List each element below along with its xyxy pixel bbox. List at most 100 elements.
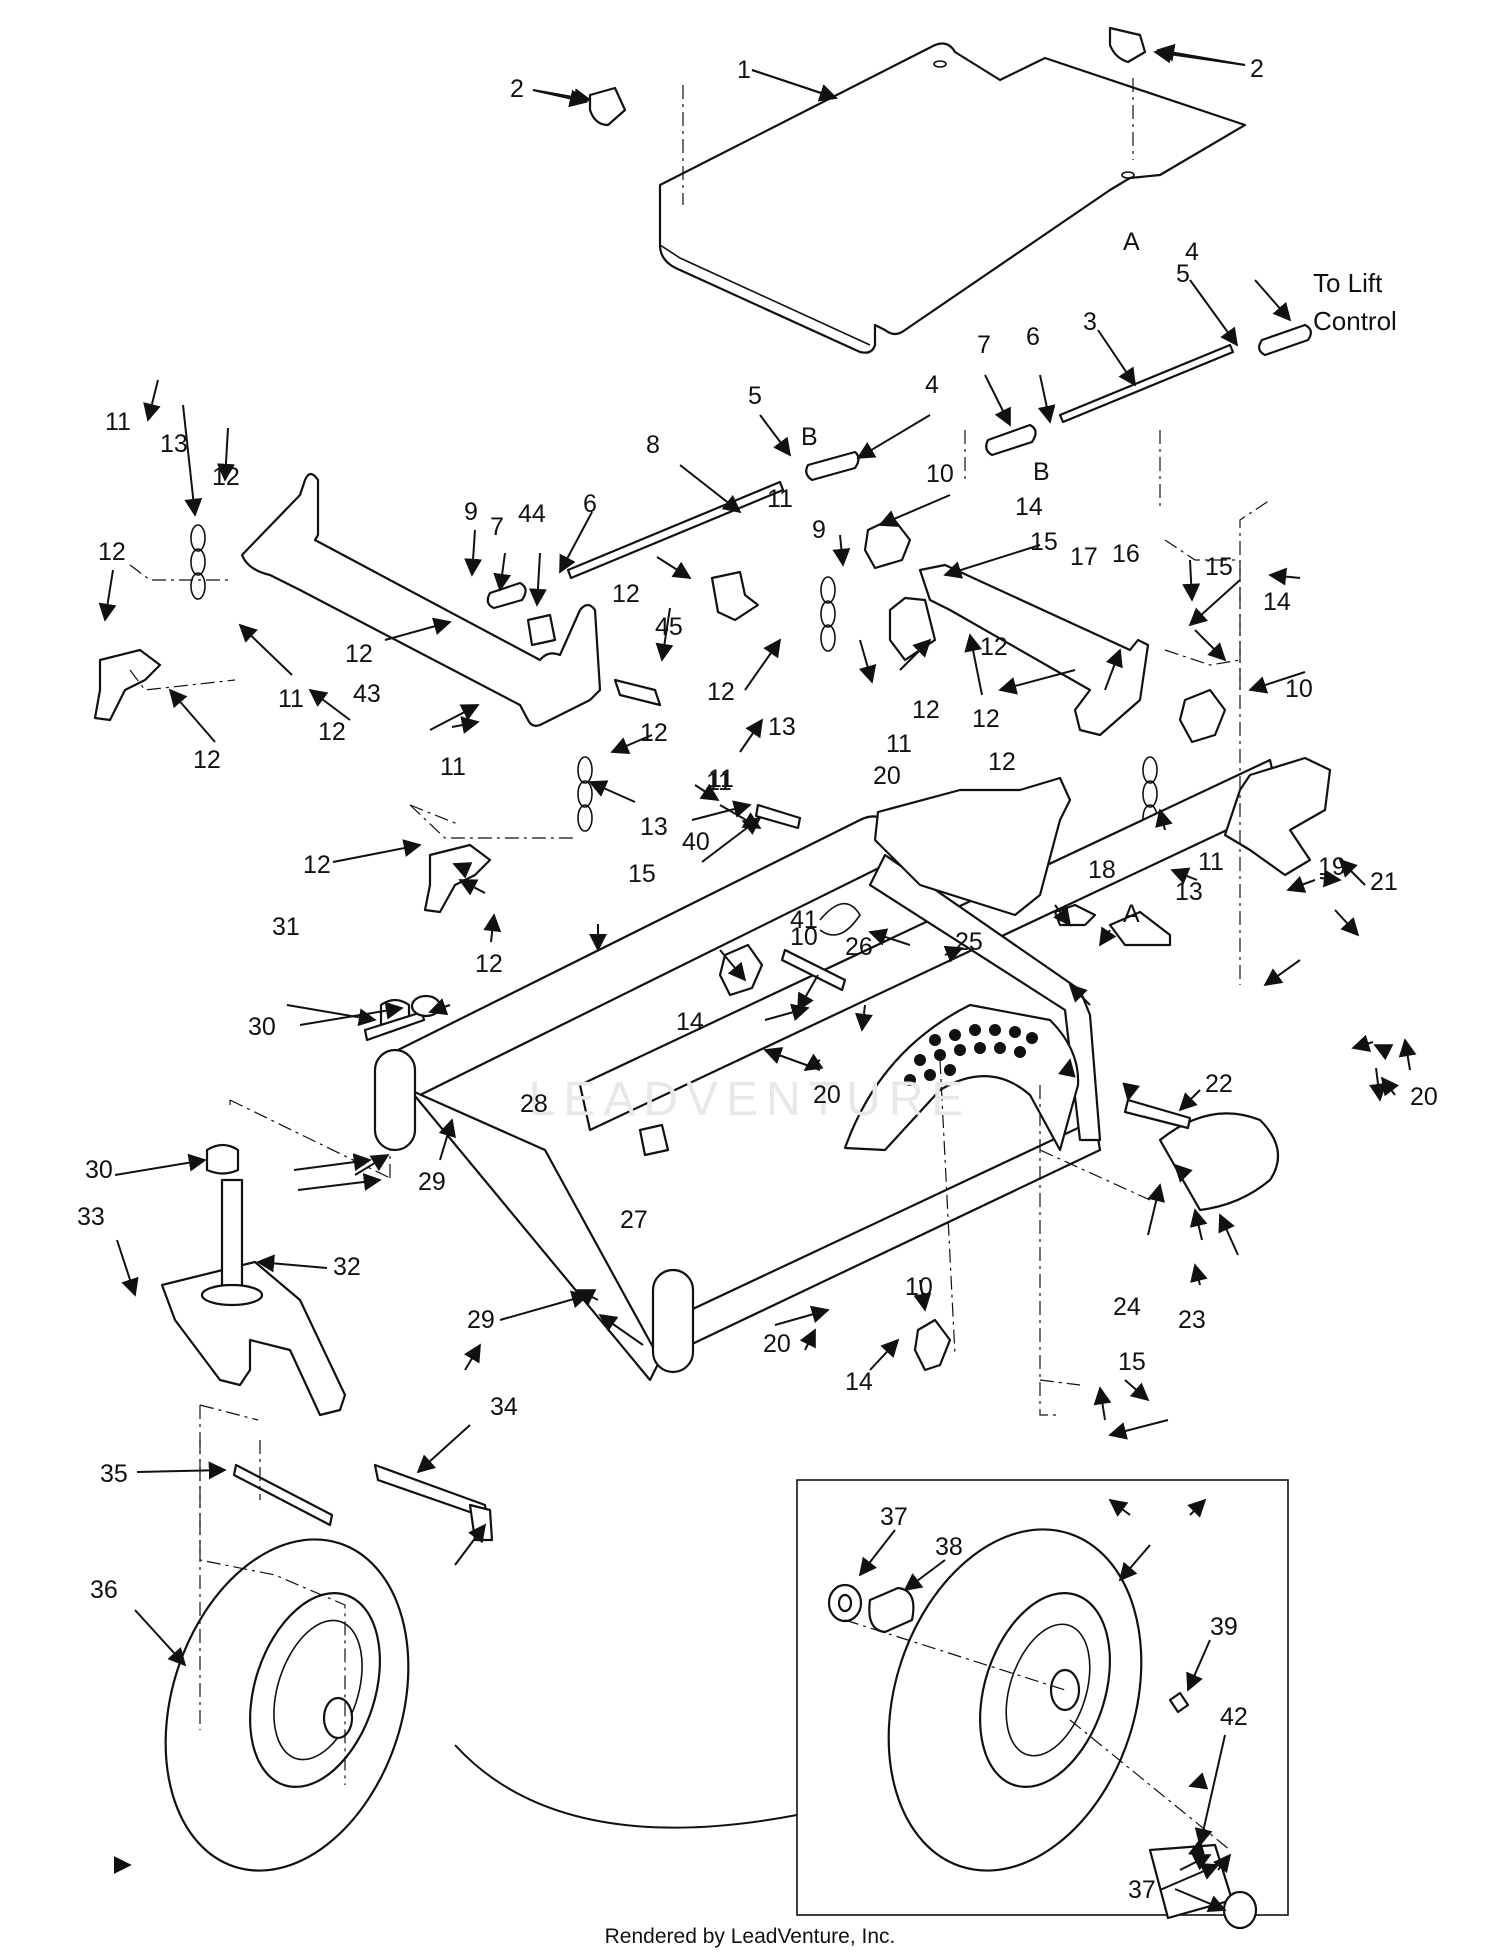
callout-37: 37: [880, 1503, 908, 1531]
callout-12: 12: [475, 950, 503, 978]
callout-20: 20: [1410, 1083, 1438, 1111]
callout-labels: 1 2 2 3 4 4 5 5 6 6 7 7 8 9 9 10 10 10 1…: [77, 55, 1438, 1904]
detail-inset-box: [796, 1479, 1289, 1916]
note-line-1: To Lift: [1313, 268, 1383, 298]
lift-rod-upper: [1058, 343, 1235, 424]
callout-14: 14: [1263, 588, 1291, 616]
cover-plate: [658, 42, 1247, 354]
callout-17: 17: [1070, 543, 1098, 571]
lift-shaft-left: [240, 472, 602, 727]
callout-12: 12: [640, 719, 668, 747]
callout-10: 10: [905, 1273, 933, 1301]
chain-mid-left: [577, 756, 593, 832]
callout-9: 9: [464, 498, 478, 526]
callout-12: 12: [972, 705, 1000, 733]
callout-8: 8: [646, 431, 660, 459]
caster-fork: [160, 1260, 347, 1417]
watermark: LEADVENTURE: [529, 1073, 972, 1126]
callout-24: 24: [1113, 1293, 1141, 1321]
callout-44: 44: [518, 500, 546, 528]
callout-11: 11: [706, 768, 732, 796]
callout-13: 13: [160, 430, 188, 458]
callout-12: 12: [303, 851, 331, 879]
lift-shaft-right: [918, 563, 1150, 737]
callout-12: 12: [318, 718, 346, 746]
callout-37: 37: [1128, 1876, 1156, 1904]
callout-12: 12: [98, 538, 126, 566]
callout-23: 23: [1178, 1306, 1206, 1334]
callout-12: 12: [912, 696, 940, 724]
leader-lines: [98, 45, 1417, 1582]
callout-12: 12: [345, 640, 373, 668]
callout-10: 10: [926, 460, 954, 488]
callout-20: 20: [873, 762, 901, 790]
callout-14: 14: [676, 1008, 704, 1036]
callout-43: 43: [353, 680, 381, 708]
callout-11: 11: [767, 485, 793, 513]
callout-36: 36: [90, 1576, 118, 1604]
callout-30: 30: [85, 1156, 113, 1184]
callout-2: 2: [1250, 55, 1264, 83]
callout-38: 38: [935, 1533, 963, 1561]
callout-29: 29: [418, 1168, 446, 1196]
callout-42: 42: [1220, 1703, 1248, 1731]
footer-credit: Rendered by LeadVenture, Inc.: [605, 1925, 896, 1948]
chain-right: [1142, 756, 1158, 832]
callout-6: 6: [1026, 323, 1040, 351]
callout-11: 11: [1198, 848, 1224, 876]
callout-22: 22: [1205, 1070, 1233, 1098]
callout-34: 34: [490, 1393, 518, 1421]
callout-25: 25: [955, 928, 983, 956]
callout-13: 13: [1175, 878, 1203, 906]
knob-left: [588, 86, 627, 127]
callout-14: 14: [1015, 493, 1043, 521]
callout-18: 18: [1088, 856, 1116, 884]
callout-5: 5: [1176, 260, 1190, 288]
callout-10: 10: [1285, 675, 1313, 703]
callout-40: 40: [682, 828, 710, 856]
ref-letter-a-top: A: [1123, 228, 1140, 256]
ref-letter-b-right: B: [1033, 458, 1050, 486]
callout-31: 31: [272, 913, 300, 941]
lift-control-note: To Lift Control: [1313, 268, 1397, 336]
chain-center: [820, 576, 836, 652]
callout-11: 11: [708, 765, 734, 793]
callout-10: 10: [790, 923, 818, 951]
callout-7: 7: [490, 513, 504, 541]
callout-45: 45: [655, 613, 683, 641]
note-line-2: Control: [1313, 306, 1397, 336]
callout-33: 33: [77, 1203, 105, 1231]
callout-6: 6: [583, 490, 597, 518]
ref-letter-b-left: B: [801, 423, 818, 451]
callout-20: 20: [763, 1330, 791, 1358]
callout-21: 21: [1370, 868, 1398, 896]
part-drawings: [93, 26, 1332, 1930]
height-plate: [843, 1003, 1080, 1152]
callout-12: 12: [193, 746, 221, 774]
callout-12: 12: [707, 678, 735, 706]
chain-left: [190, 524, 206, 600]
callout-3: 3: [1083, 308, 1097, 336]
callout-39: 39: [1210, 1613, 1238, 1641]
callout-15: 15: [628, 860, 656, 888]
callout-32: 32: [333, 1253, 361, 1281]
callout-15: 15: [1030, 528, 1058, 556]
callout-15: 15: [1118, 1348, 1146, 1376]
callout-16: 16: [1112, 540, 1140, 568]
callout-11: 11: [886, 730, 912, 758]
callout-11: 11: [278, 685, 304, 713]
callout-4: 4: [1185, 238, 1199, 266]
callout-12: 12: [980, 633, 1008, 661]
callout-7: 7: [977, 331, 991, 359]
callout-11: 11: [105, 408, 131, 436]
knob-right: [1108, 26, 1147, 64]
callout-11: 11: [440, 753, 466, 781]
callout-12: 12: [988, 748, 1016, 776]
callout-1: 1: [737, 56, 751, 84]
callout-41: 41: [790, 906, 818, 934]
callout-13: 13: [768, 713, 796, 741]
callout-14: 14: [845, 1368, 873, 1396]
lift-rod-lower: [566, 480, 785, 580]
ref-letter-a-mid: A: [1123, 900, 1140, 928]
